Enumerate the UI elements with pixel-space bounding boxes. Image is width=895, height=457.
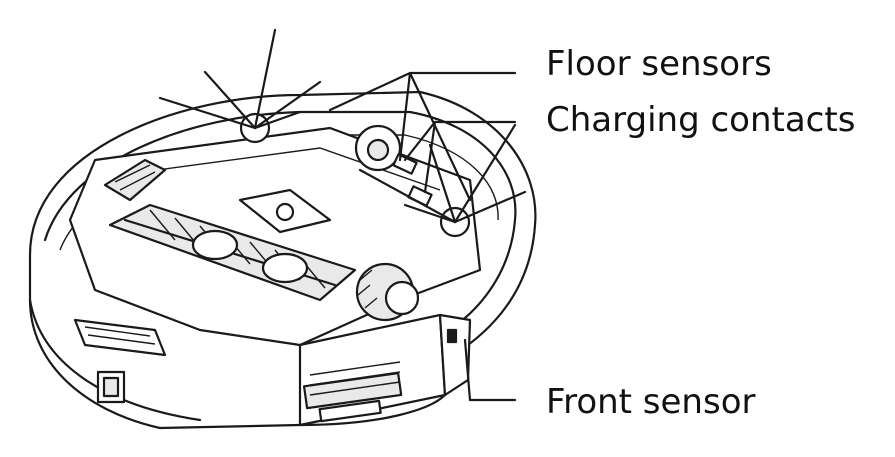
- floor-sensors-leader: [328, 71, 517, 202]
- charging-contacts-leader: [403, 120, 517, 194]
- right-side-brush: [358, 123, 527, 238]
- floor-sensors-label: Floor sensors: [546, 44, 772, 84]
- leader-lines: [328, 71, 517, 402]
- front-bumper: [298, 313, 472, 427]
- left-wheel: [103, 158, 167, 202]
- front-sensor-label: Front sensor: [546, 382, 756, 422]
- side-handle: [73, 318, 167, 404]
- center-sensor-window: [238, 188, 332, 234]
- front-sensor-leader: [463, 338, 517, 402]
- charging-contacts-label: Charging contacts: [546, 100, 856, 140]
- left-side-brush: [158, 28, 322, 144]
- right-wheel: [355, 262, 420, 322]
- main-brush: [108, 203, 357, 302]
